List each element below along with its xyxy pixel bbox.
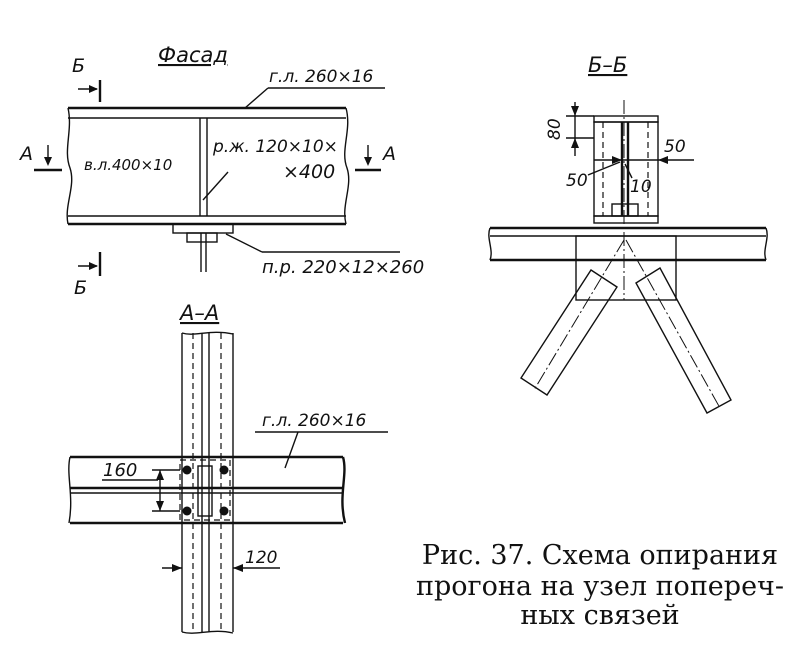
section-b-b-view: Б–Б 80 50 50 10: [488, 53, 768, 414]
break-line-top: [181, 331, 234, 335]
arrowhead: [156, 470, 164, 480]
facade-view: Фасад Б Б А А в.л.400×: [18, 43, 424, 299]
support-plate: [172, 223, 234, 234]
arrowhead: [89, 262, 98, 270]
caption-line-1: Рис. 37. Схема опирания: [422, 540, 778, 571]
arrowhead: [233, 564, 243, 572]
bolt-plate: [179, 459, 231, 521]
arrowhead: [612, 156, 622, 164]
rib-label-line2: ×400: [283, 161, 335, 183]
dim-80-label: 80: [545, 118, 565, 140]
brace-right: [635, 267, 732, 414]
caption-line-3: ных связей: [520, 600, 679, 631]
dim-50-left: 50: [566, 171, 588, 191]
bolt: [219, 506, 229, 516]
caption: Рис. 37. Схема опирания прогона на узел …: [416, 540, 784, 631]
arrowhead: [364, 157, 372, 166]
break-line-right: [764, 227, 768, 261]
dim-10: 10: [630, 177, 652, 197]
break-line-left: [488, 227, 492, 261]
section-letter-b-top: Б: [72, 55, 85, 77]
rib-label-line1: р.ж. 120×10×: [212, 137, 338, 157]
dim-50-left-leader: [587, 161, 621, 176]
brace-left: [520, 269, 618, 396]
section-bb-title: Б–Б: [588, 53, 627, 77]
brace-right-axis: [625, 239, 721, 409]
plate-label: п.р. 220×12×260: [262, 257, 424, 278]
flange-label-aa: г.л. 260×16: [262, 411, 367, 431]
break-line-right: [341, 456, 347, 524]
brace-left-axis: [533, 239, 625, 391]
arrowhead: [156, 501, 164, 511]
arrowhead: [571, 138, 579, 148]
bolt: [219, 465, 229, 475]
bolt: [182, 465, 192, 475]
purlin-bottom-flange: [593, 215, 659, 224]
section-letter-a-left: А: [18, 143, 33, 165]
break-line-right: [344, 107, 350, 225]
arrowhead: [658, 156, 668, 164]
section-letter-b-bottom: Б: [74, 277, 87, 299]
arrowhead: [89, 85, 98, 93]
facade-title: Фасад: [158, 43, 228, 67]
caption-line-2: прогона на узел попереч-: [416, 571, 784, 602]
break-line-left: [66, 107, 73, 225]
rib-leader: [202, 171, 229, 201]
purlin-top-flange: [593, 115, 659, 123]
plate-leader: [225, 233, 263, 253]
dim-160-label: 160: [103, 460, 137, 481]
dim-10-leader: [624, 163, 633, 179]
dim-50-right: 50: [664, 137, 686, 157]
bolt: [182, 506, 192, 516]
arrowhead: [44, 157, 52, 166]
purlin-nut: [611, 203, 639, 217]
web-label: в.л.400×10: [84, 156, 172, 174]
flange-leader: [244, 87, 269, 109]
flange-leader: [284, 431, 299, 469]
section-letter-a-right: А: [381, 143, 396, 165]
break-line-bottom: [181, 630, 234, 634]
section-aa-title: А–А: [178, 301, 219, 325]
arrowhead: [172, 564, 182, 572]
arrowhead: [571, 106, 579, 116]
support-nut: [186, 232, 218, 243]
gusset-plate: [575, 235, 677, 301]
rib-plate: [197, 465, 213, 517]
break-line-left: [68, 456, 72, 524]
flange-label: г.л. 260×16: [269, 67, 374, 87]
section-a-a-view: А–А 160 120: [68, 301, 388, 634]
dim-120-label: 120: [245, 548, 277, 568]
